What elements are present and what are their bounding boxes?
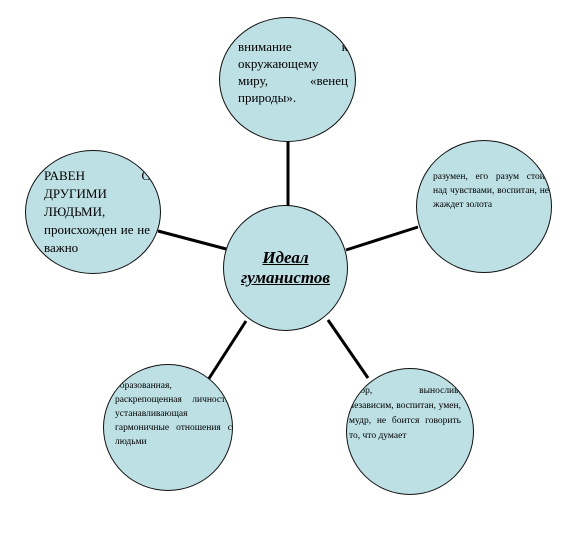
node-bottom-left-text: образованная, раскрепощенная личность, у…: [115, 381, 232, 447]
node-bottom-right: Добр, вынослив, независим, воспитан, уме…: [346, 368, 474, 495]
node-right: разумен, его разум стоит над чувствами, …: [416, 140, 552, 273]
connector-bottom-left: [206, 320, 248, 381]
connector-left: [157, 229, 231, 252]
center-node: Идеал гуманистов: [223, 205, 348, 331]
node-bottom-left: образованная, раскрепощенная личность, у…: [103, 364, 233, 491]
node-top: внимание к окружающему миру, «венец прир…: [219, 17, 356, 142]
connector-right: [345, 225, 419, 252]
node-right-text: разумен, его разум стоит над чувствами, …: [433, 172, 549, 210]
node-left: РАВЕН С ДРУГИМИ ЛЮДЬМИ, происхожден ие н…: [25, 150, 161, 274]
connector-bottom-right: [326, 319, 370, 379]
node-top-text: внимание к окружающему миру, «венец прир…: [238, 39, 348, 105]
node-bottom-right-text: Добр, вынослив, независим, воспитан, уме…: [349, 386, 461, 441]
node-left-text: РАВЕН С ДРУГИМИ ЛЮДЬМИ, происхожден ие н…: [44, 168, 150, 255]
center-label: Идеал гуманистов: [240, 248, 331, 287]
